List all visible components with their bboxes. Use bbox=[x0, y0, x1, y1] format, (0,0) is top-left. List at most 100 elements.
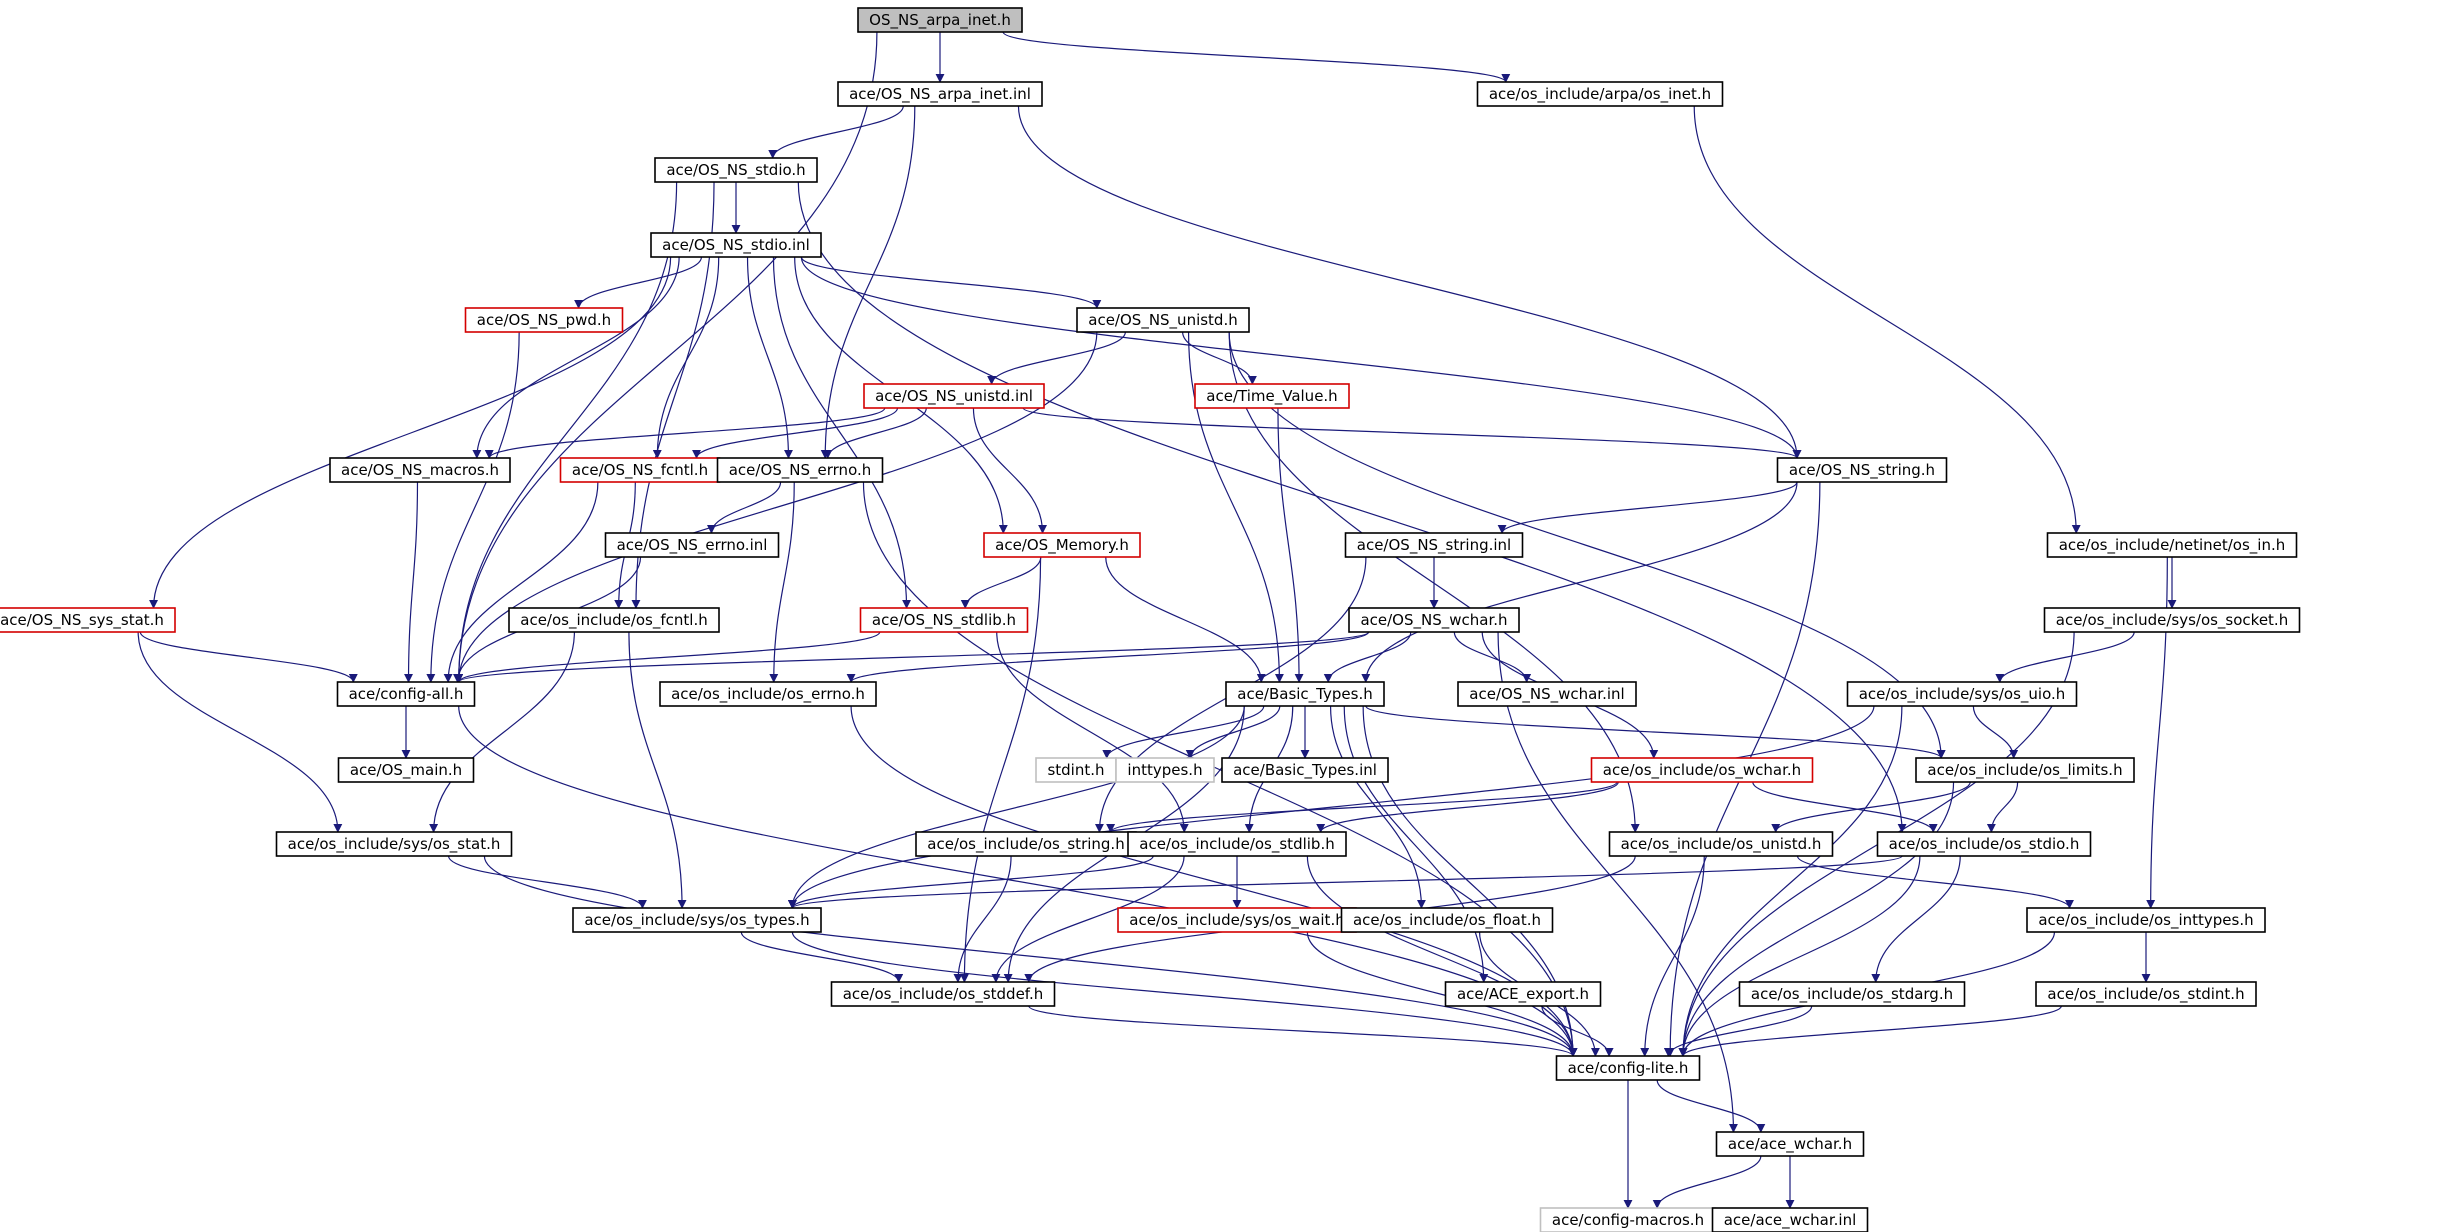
node-os_sys_stat[interactable]: ace/os_include/sys/os_stat.h bbox=[275, 831, 513, 857]
edge-unistd_inl-to-fcntl bbox=[692, 407, 899, 459]
node-label: ace/os_include/os_stdint.h bbox=[2047, 985, 2244, 1004]
edge-os_limits-to-os_stdio bbox=[1986, 781, 2019, 833]
node-box bbox=[837, 81, 1043, 107]
edge-os_types-to-os_stddef bbox=[740, 931, 904, 983]
node-box bbox=[1194, 383, 1350, 409]
node-label: ace/Time_Value.h bbox=[1206, 387, 1337, 406]
node-label: ace/OS_NS_errno.inl bbox=[617, 536, 768, 555]
node-label: ace/OS_NS_macros.h bbox=[341, 461, 499, 480]
node-wchar_inl[interactable]: ace/OS_NS_wchar.inl bbox=[1457, 681, 1637, 707]
node-config_all[interactable]: ace/config-all.h bbox=[336, 681, 476, 707]
node-label: ace/os_include/os_errno.h bbox=[671, 685, 865, 704]
node-stdint: stdint.h bbox=[1035, 757, 1117, 783]
node-label: ace/OS_NS_sys_stat.h bbox=[0, 611, 164, 630]
node-unistd_h[interactable]: ace/OS_NS_unistd.h bbox=[1076, 307, 1250, 333]
node-stdio_h[interactable]: ace/OS_NS_stdio.h bbox=[654, 157, 818, 183]
node-string_h[interactable]: ace/OS_NS_string.h bbox=[1776, 457, 1948, 483]
node-os_inttypes[interactable]: ace/os_include/os_inttypes.h bbox=[2026, 907, 2266, 933]
node-label: ace/ace_wchar.h bbox=[1728, 1135, 1852, 1154]
edge-ace_wchar_h-to-config_macros bbox=[1652, 1155, 1762, 1209]
node-label: ace/OS_NS_wchar.inl bbox=[1469, 685, 1624, 704]
edge-os_stddef-to-config_lite bbox=[1028, 1005, 1578, 1057]
node-config_macros: ace/config-macros.h bbox=[1539, 1207, 1717, 1232]
node-os_socket[interactable]: ace/os_include/sys/os_socket.h bbox=[2043, 607, 2301, 633]
node-errno_inl[interactable]: ace/OS_NS_errno.inl bbox=[604, 532, 780, 558]
node-os_main[interactable]: ace/OS_main.h bbox=[337, 757, 475, 783]
node-basic_types[interactable]: ace/Basic_Types.h bbox=[1225, 681, 1385, 707]
node-macros[interactable]: ace/OS_NS_macros.h bbox=[329, 457, 511, 483]
node-ace_wchar_inl[interactable]: ace/ace_wchar.inl bbox=[1711, 1207, 1869, 1232]
edge-wchar_h-to-ace_wchar_h bbox=[1497, 631, 1738, 1133]
edge-errno_h-to-config_lite bbox=[862, 481, 1578, 1057]
edge-os_stdio-to-config_lite bbox=[1678, 855, 1921, 1057]
node-box bbox=[1915, 757, 2135, 783]
node-box bbox=[1476, 81, 1724, 107]
edge-wchar_h-to-config_all bbox=[454, 631, 1370, 683]
node-os_stdlib[interactable]: ace/os_include/os_stdlib.h bbox=[1127, 831, 1347, 857]
node-os_unistd[interactable]: ace/os_include/os_unistd.h bbox=[1608, 831, 1834, 857]
node-timevalue[interactable]: ace/Time_Value.h bbox=[1194, 383, 1350, 409]
node-os_stddef[interactable]: ace/os_include/os_stddef.h bbox=[830, 981, 1056, 1007]
node-string_inl[interactable]: ace/OS_NS_string.inl bbox=[1344, 532, 1524, 558]
edge-stdio_inl-to-fcntl bbox=[652, 256, 720, 459]
node-box bbox=[559, 457, 721, 483]
node-os_inet[interactable]: ace/os_include/arpa/os_inet.h bbox=[1476, 81, 1724, 107]
node-stdlib[interactable]: ace/OS_NS_stdlib.h bbox=[859, 607, 1029, 633]
node-ace_export[interactable]: ace/ACE_export.h bbox=[1444, 981, 1602, 1007]
node-label: ace/OS_NS_wchar.h bbox=[1360, 611, 1507, 630]
node-fcntl[interactable]: ace/OS_NS_fcntl.h bbox=[559, 457, 721, 483]
node-os_wait[interactable]: ace/os_include/sys/os_wait.h bbox=[1117, 907, 1357, 933]
edge-stdlib-to-os_stdlib bbox=[996, 631, 1189, 833]
node-box bbox=[1344, 532, 1524, 558]
node-bt_inl[interactable]: ace/Basic_Types.inl bbox=[1221, 757, 1389, 783]
edge-stdio_h-to-config_all bbox=[454, 181, 678, 683]
node-config_lite[interactable]: ace/config-lite.h bbox=[1555, 1055, 1701, 1081]
node-os_uio[interactable]: ace/os_include/sys/os_uio.h bbox=[1846, 681, 2078, 707]
node-os_float[interactable]: ace/os_include/os_float.h bbox=[1340, 907, 1554, 933]
edge-os_fcntl-to-os_types bbox=[628, 631, 687, 909]
node-stdio_inl[interactable]: ace/OS_NS_stdio.inl bbox=[650, 232, 822, 258]
edge-basic_types-to-inttypes bbox=[1185, 705, 1281, 759]
node-box bbox=[1608, 831, 1834, 857]
node-errno_h[interactable]: ace/OS_NS_errno.h bbox=[716, 457, 884, 483]
edge-wchar_h-to-os_errno bbox=[846, 631, 1370, 683]
node-label: ace/os_include/os_limits.h bbox=[1927, 761, 2122, 780]
node-os_limits[interactable]: ace/os_include/os_limits.h bbox=[1915, 757, 2135, 783]
node-label: ace/os_include/os_stdio.h bbox=[1889, 835, 2080, 854]
node-os_stdarg[interactable]: ace/os_include/os_stdarg.h bbox=[1738, 981, 1966, 1007]
node-os_wchar[interactable]: ace/os_include/os_wchar.h bbox=[1590, 757, 1814, 783]
node-arpa_inl[interactable]: ace/OS_NS_arpa_inet.inl bbox=[837, 81, 1043, 107]
edge-os_stdint-to-config_lite bbox=[1678, 1005, 2062, 1057]
node-label: ace/OS_NS_pwd.h bbox=[477, 311, 611, 330]
node-os_string[interactable]: ace/os_include/os_string.h bbox=[915, 831, 1137, 857]
node-wchar_h[interactable]: ace/OS_NS_wchar.h bbox=[1348, 607, 1520, 633]
node-box bbox=[1340, 907, 1554, 933]
node-os_fcntl[interactable]: ace/os_include/os_fcntl.h bbox=[508, 607, 720, 633]
edge-os_limits-to-os_unistd bbox=[1771, 781, 1971, 833]
node-box bbox=[983, 532, 1141, 558]
node-os_types[interactable]: ace/os_include/sys/os_types.h bbox=[572, 907, 822, 933]
node-box bbox=[716, 457, 884, 483]
edge-unistd_inl-to-memory bbox=[972, 407, 1048, 534]
edge-os_wchar-to-os_string bbox=[1106, 781, 1618, 833]
edge-os_sys_stat-to-config_lite bbox=[483, 855, 1578, 1057]
node-sys_stat[interactable]: ace/OS_NS_sys_stat.h bbox=[0, 607, 176, 633]
node-netinet[interactable]: ace/os_include/netinet/os_in.h bbox=[2046, 532, 2298, 558]
node-memory[interactable]: ace/OS_Memory.h bbox=[983, 532, 1141, 558]
node-root[interactable]: OS_NS_arpa_inet.h bbox=[857, 7, 1023, 33]
node-os_stdint[interactable]: ace/os_include/os_stdint.h bbox=[2035, 981, 2257, 1007]
edge-os_inet-to-netinet bbox=[1693, 105, 2081, 534]
edge-arpa_inl-to-stdio_h bbox=[768, 105, 904, 159]
node-label: ace/Basic_Types.inl bbox=[1233, 761, 1377, 780]
node-os_stdio[interactable]: ace/os_include/os_stdio.h bbox=[1876, 831, 2092, 857]
node-label: ace/os_include/os_float.h bbox=[1353, 911, 1541, 930]
node-box bbox=[1115, 757, 1215, 783]
edge-errno_h-to-os_errno bbox=[769, 481, 795, 683]
node-ace_wchar_h[interactable]: ace/ace_wchar.h bbox=[1715, 1131, 1865, 1157]
edge-config_lite-to-ace_wchar_h bbox=[1656, 1079, 1766, 1133]
edge-stdio_inl-to-stdlib bbox=[772, 256, 912, 609]
node-label: ace/os_include/os_string.h bbox=[927, 835, 1124, 854]
node-os_errno[interactable]: ace/os_include/os_errno.h bbox=[659, 681, 877, 707]
node-unistd_inl[interactable]: ace/OS_NS_unistd.inl bbox=[863, 383, 1045, 409]
node-pwd[interactable]: ace/OS_NS_pwd.h bbox=[464, 307, 624, 333]
